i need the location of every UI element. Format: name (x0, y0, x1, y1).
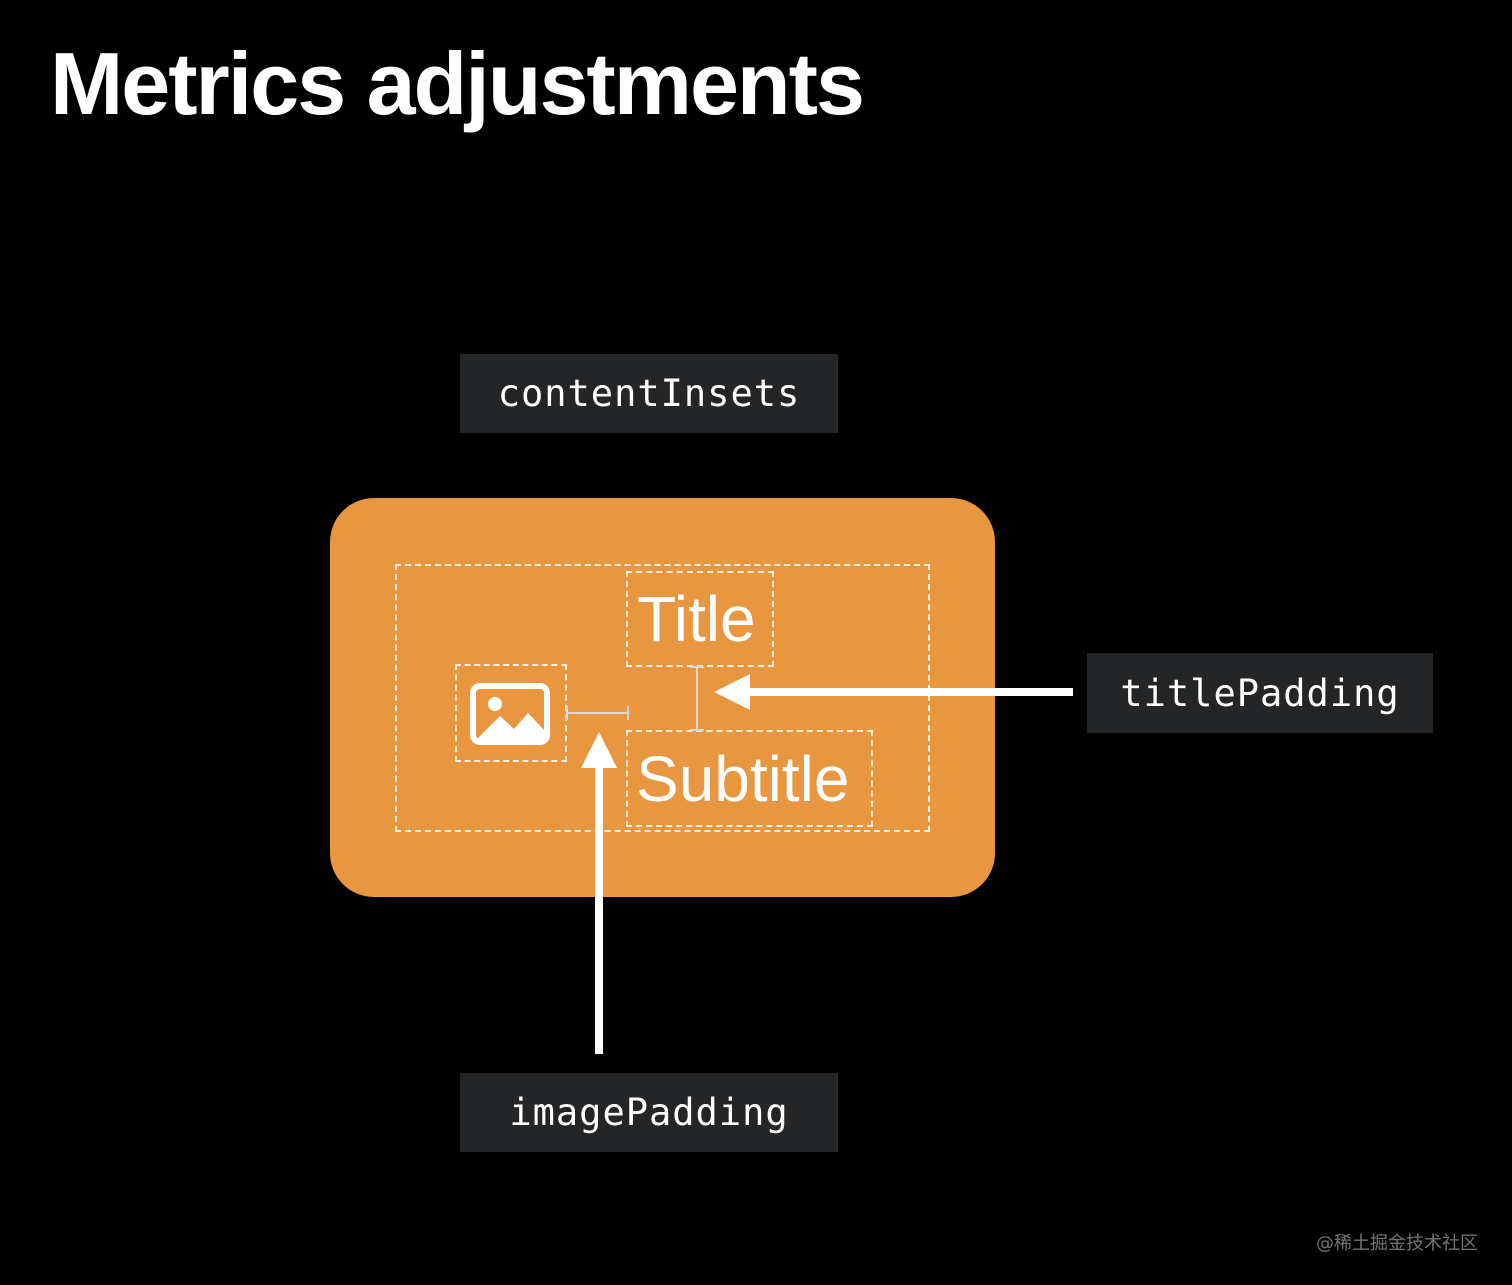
title-padding-label: titlePadding (1087, 653, 1433, 733)
content-inset-outline (395, 564, 930, 832)
content-insets-label: contentInsets (460, 354, 838, 433)
photo-icon (470, 683, 550, 745)
card-title-text: Title (637, 583, 756, 655)
image-padding-label: imagePadding (460, 1073, 838, 1152)
title-padding-label-text: titlePadding (1120, 671, 1400, 715)
image-padding-label-text: imagePadding (509, 1091, 789, 1134)
slide-title: Metrics adjustments (50, 34, 865, 133)
subtitle-outline (626, 730, 873, 827)
watermark: @稀土掘金技术社区 (1316, 1233, 1478, 1254)
card-subtitle-text: Subtitle (636, 743, 850, 815)
content-insets-label-text: contentInsets (497, 372, 801, 415)
